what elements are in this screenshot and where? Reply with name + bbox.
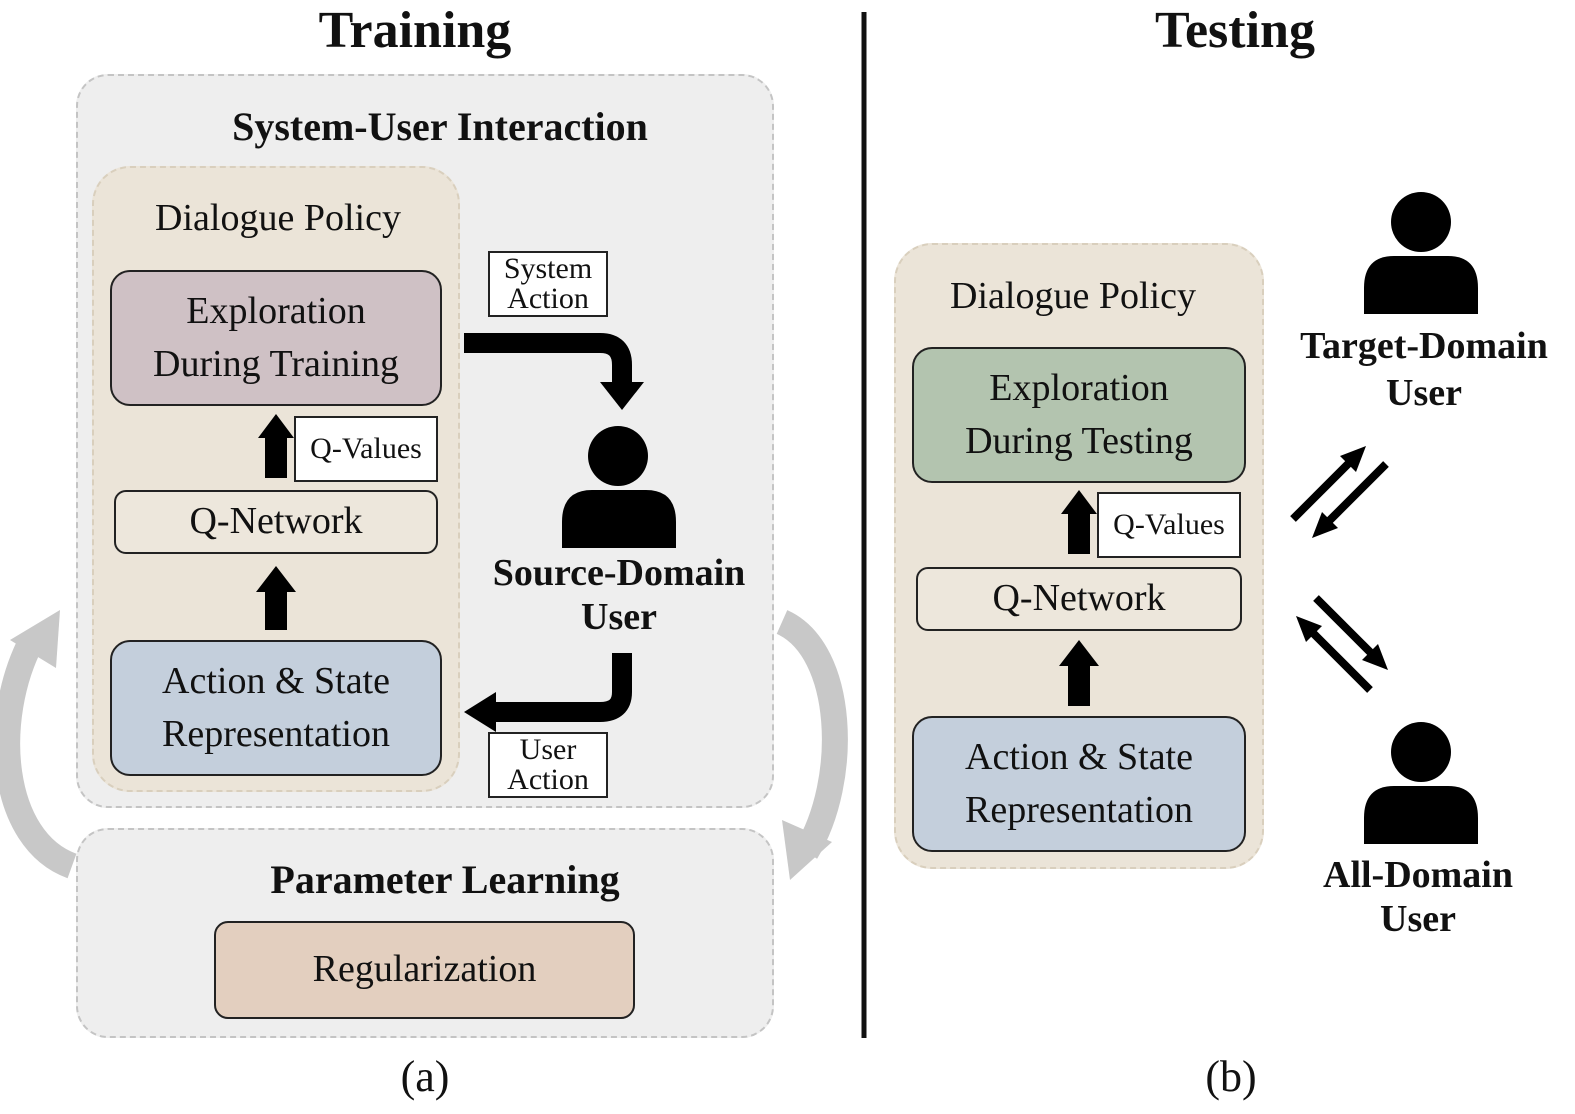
target-domain-user-icon [1364,192,1478,314]
exploration-training-box: Exploration During Training [110,270,442,406]
all-domain-user-icon [1364,722,1478,844]
q-values-label-training: Q-Values [294,416,438,482]
testing-title: Testing [1155,1,1315,59]
system-action-arrowhead-icon [600,382,644,410]
training-title: Training [318,1,512,59]
exploration-testing-box: Exploration During Testing [912,347,1246,483]
arrow-from-all-head-icon [1296,616,1322,642]
user-action-label: User Action [488,732,608,798]
arrow-up-icon-qnetwork-training [256,566,296,630]
source-domain-user-icon [562,426,676,548]
arrow-to-all-head-icon [1362,644,1388,670]
q-values-label-testing: Q-Values [1097,492,1241,558]
representation-testing-box: Action & State Representation [912,716,1246,852]
arrow-up-icon-qvalues-testing [1061,490,1097,554]
arrow-to-target-icon [1290,457,1355,522]
arrow-up-icon-qvalues-training [258,414,294,478]
arrow-up-icon-qnetwork-testing [1059,640,1099,706]
loop-arrow-left-icon [0,633,78,879]
arrow-from-target-icon [1323,461,1389,527]
target-domain-user-label: Target-Domain User [1300,324,1548,415]
policy-title-training: Dialogue Policy [155,197,401,239]
regularization-box: Regularization [214,921,635,1019]
representation-training-box: Action & State Representation [110,640,442,776]
caption-a: (a) [400,1051,450,1101]
parameter-learning-title: Parameter Learning [270,856,620,902]
user-action-arrowhead-icon [464,692,496,732]
system-action-arrow-icon [464,333,632,386]
q-network-testing-box: Q-Network [916,567,1242,631]
policy-title-testing: Dialogue Policy [950,275,1196,317]
loop-arrow-right-head-icon [782,820,832,880]
q-network-training-box: Q-Network [114,490,438,554]
caption-b: (b) [1205,1051,1257,1101]
all-domain-user-label: All-Domain User [1323,854,1513,940]
arrow-to-all-icon [1313,595,1377,659]
user-action-arrow-icon [494,653,632,722]
arrow-to-target-head-icon [1340,446,1366,472]
arrow-from-target-head-icon [1312,512,1338,538]
source-domain-user-label: Source-Domain User [492,552,746,638]
interaction-title: System-User Interaction [232,103,648,149]
loop-arrow-right-icon [775,610,848,859]
loop-arrow-left-head-icon [10,610,60,668]
system-action-label: System Action [488,251,608,317]
arrow-from-all-icon [1307,627,1373,693]
